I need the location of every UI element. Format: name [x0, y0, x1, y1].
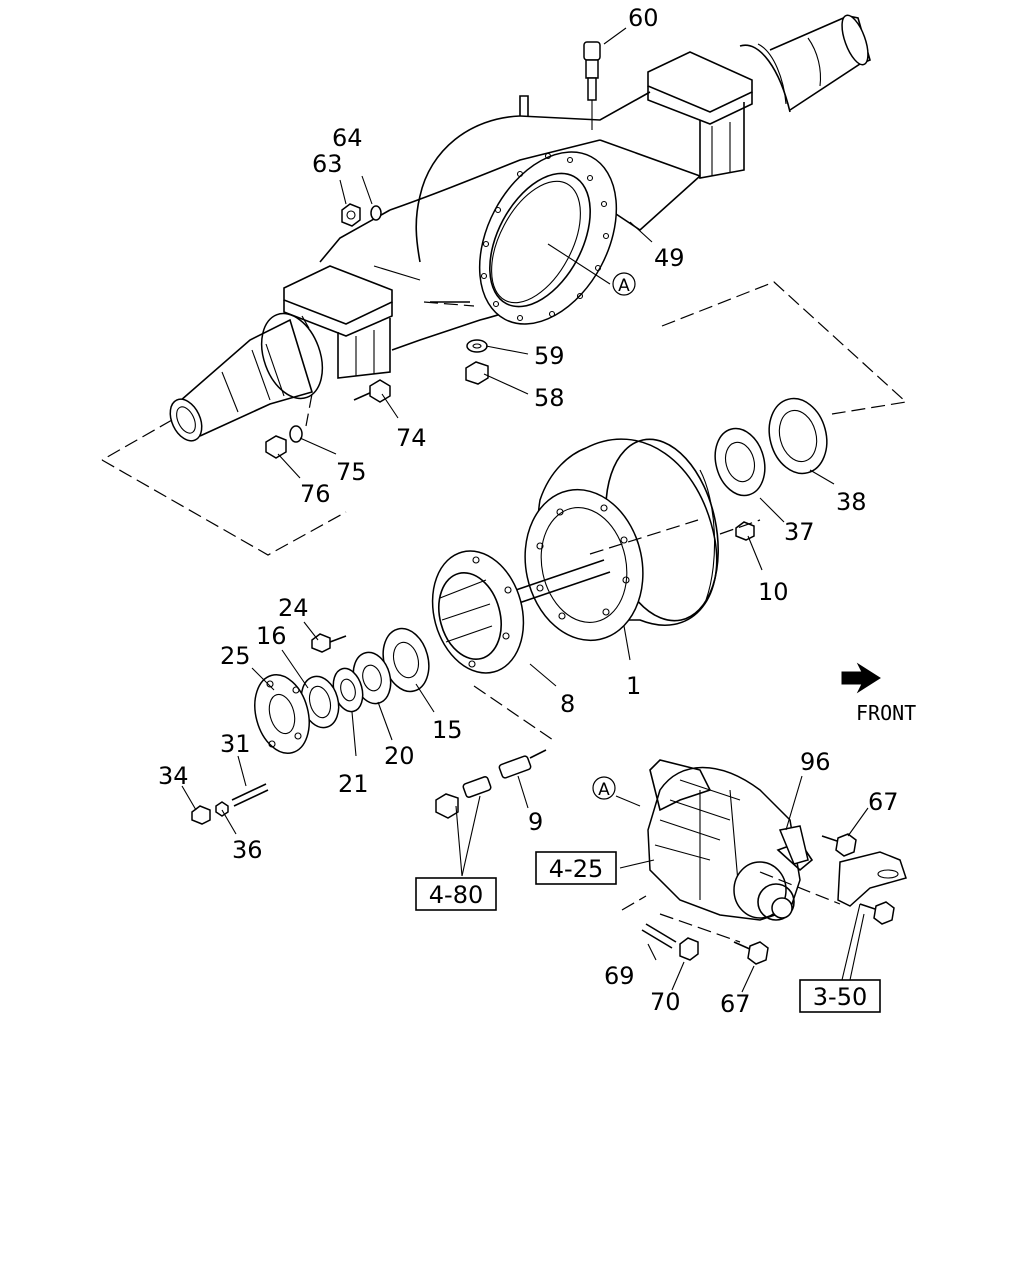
- callout-70: 70: [650, 988, 681, 1016]
- callout-8: 8: [560, 690, 575, 718]
- callout-34: 34: [158, 762, 189, 790]
- stud-69: [641, 923, 677, 949]
- bracket-96: [778, 825, 809, 865]
- callout-20: 20: [384, 742, 415, 770]
- bracket-3-50: [837, 851, 907, 907]
- bolt-67-lower: [733, 941, 769, 965]
- bearing-37: [714, 427, 766, 497]
- washer-64: [370, 205, 382, 221]
- ref-box-3-50[interactable]: 3-50: [799, 979, 881, 1013]
- bolt-24: [311, 633, 347, 653]
- callout-21: 21: [338, 770, 369, 798]
- callout-24: 24: [278, 594, 309, 622]
- svg-text:4-80: 4-80: [429, 881, 483, 909]
- svg-text:A: A: [598, 780, 610, 800]
- callout-76: 76: [300, 480, 331, 508]
- stud-31: [231, 783, 269, 807]
- nut-70: [679, 937, 699, 961]
- callout-60: 60: [628, 4, 659, 32]
- bolt-3-50: [859, 901, 895, 925]
- callout-31: 31: [220, 730, 251, 758]
- callout-67-lower: 67: [720, 990, 751, 1018]
- axle-shaft: [509, 559, 605, 593]
- bolt-67-upper: [821, 833, 857, 857]
- callout-74: 74: [396, 424, 427, 452]
- leader-lines: [181, 27, 869, 993]
- nut-76: [265, 435, 287, 459]
- front-label: FRONT: [856, 701, 916, 725]
- svg-text:3-50: 3-50: [813, 983, 867, 1011]
- oil-seal-38: [768, 397, 828, 475]
- callout-36: 36: [232, 836, 263, 864]
- brake-drum-1: [524, 438, 719, 642]
- callout-58: 58: [534, 384, 565, 412]
- center-lines: [101, 281, 908, 943]
- callout-96: 96: [800, 748, 831, 776]
- ref-box-4-80[interactable]: 4-80: [415, 877, 497, 911]
- differential-carrier: [647, 759, 814, 921]
- svg-text:4-25: 4-25: [549, 855, 603, 883]
- callout-67-upper: 67: [868, 788, 899, 816]
- nut-34: [191, 805, 211, 825]
- callout-10: 10: [758, 578, 789, 606]
- breather-60: [583, 41, 601, 130]
- flange-bolt-holes: [480, 152, 610, 322]
- ref-mark-a-top: A: [612, 272, 636, 296]
- callout-59: 59: [534, 342, 565, 370]
- axle-housing: [169, 14, 871, 442]
- plug-58: [465, 361, 489, 385]
- callout-63: 63: [312, 150, 343, 178]
- nut-63: [341, 203, 361, 227]
- callout-25: 25: [220, 642, 251, 670]
- bolt-74: [353, 379, 391, 403]
- hub-bolts-9: [435, 749, 547, 819]
- callout-64: 64: [332, 124, 363, 152]
- callout-37: 37: [784, 518, 815, 546]
- washer-75: [289, 425, 303, 443]
- front-arrow-icon: [841, 662, 881, 694]
- callout-9: 9: [528, 808, 543, 836]
- hub-cap-25: [254, 674, 310, 754]
- washer-59: [466, 339, 488, 353]
- callout-1: 1: [626, 672, 641, 700]
- callout-16: 16: [256, 622, 287, 650]
- ref-mark-a-bottom: A: [592, 776, 616, 800]
- callout-38: 38: [836, 488, 867, 516]
- washer-36: [215, 801, 229, 817]
- svg-text:A: A: [618, 276, 630, 296]
- callout-labels: 60 64 63 49 59 58 74 75 76 38 37 10 1 8 …: [158, 4, 899, 1018]
- ref-box-4-25[interactable]: 4-25: [535, 851, 617, 885]
- callout-69: 69: [604, 962, 635, 990]
- callout-15: 15: [432, 716, 463, 744]
- wheel-hub-8: [431, 550, 525, 674]
- callout-49: 49: [654, 244, 685, 272]
- callout-75: 75: [336, 458, 367, 486]
